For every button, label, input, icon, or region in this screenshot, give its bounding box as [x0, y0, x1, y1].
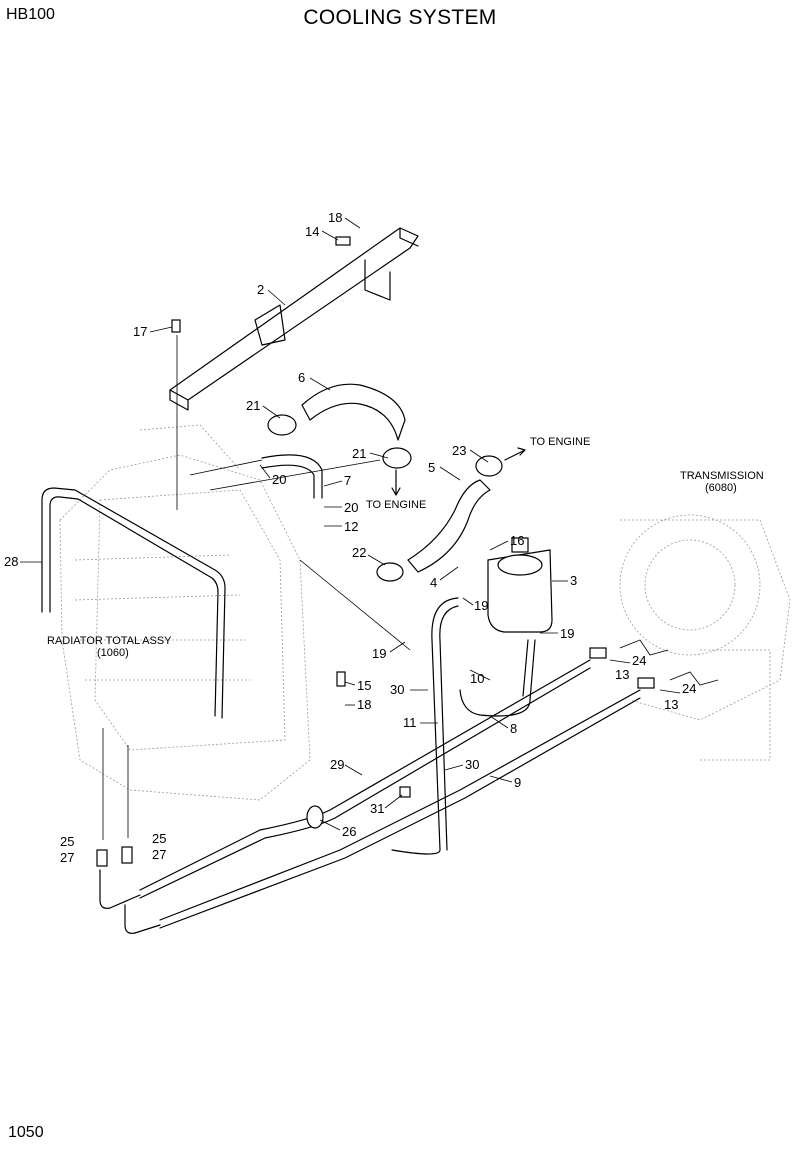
hose-upper — [301, 383, 406, 441]
callout-25-left: 25 — [60, 834, 74, 849]
radiator-ref: (1060) — [97, 647, 129, 659]
callout-24-upper: 24 — [632, 653, 646, 668]
callout-21-mid: 21 — [352, 446, 366, 461]
clamp-26 — [306, 805, 324, 829]
callout-19-left: 19 — [372, 646, 386, 661]
fitting-13-lower — [637, 677, 655, 689]
hose-10 — [459, 639, 536, 717]
callout-5: 5 — [428, 460, 435, 475]
fitting-27-right — [121, 846, 133, 864]
callout-18-bottom: 18 — [357, 697, 371, 712]
to-engine-lower: TO ENGINE — [366, 499, 426, 511]
callout-11: 11 — [403, 715, 417, 730]
callout-30-upper: 30 — [390, 682, 404, 697]
line-8 — [139, 659, 591, 899]
clamp-21-left — [267, 414, 297, 436]
radiator-frame — [41, 487, 226, 719]
callout-4: 4 — [430, 575, 437, 590]
arrow-to-engine-upper — [504, 447, 526, 461]
callout-30-lower: 30 — [465, 757, 479, 772]
radiator-assembly-ghost — [59, 424, 311, 801]
clamp-23 — [475, 455, 503, 477]
clamp-22 — [376, 562, 404, 582]
leader-lines — [20, 217, 719, 840]
transmission-ref: (6080) — [705, 482, 737, 494]
callout-26: 26 — [342, 824, 356, 839]
callout-3: 3 — [570, 573, 577, 588]
callout-29: 29 — [330, 757, 344, 772]
arrow-to-engine-lower — [391, 469, 401, 496]
page-number: 1050 — [8, 1124, 44, 1141]
transmission-label: TRANSMISSION — [680, 470, 764, 482]
bolt-31 — [399, 786, 411, 798]
fitting-13-upper — [589, 647, 607, 659]
callout-20-right: 20 — [344, 500, 358, 515]
callout-9: 9 — [514, 775, 521, 790]
radiator-label: RADIATOR TOTAL ASSY — [47, 635, 172, 647]
hose-7 — [261, 454, 323, 499]
model-code: HB100 — [6, 6, 55, 23]
callout-16: 16 — [510, 533, 524, 548]
callout-8: 8 — [510, 721, 517, 736]
callout-28: 28 — [4, 554, 18, 569]
callout-7: 7 — [344, 473, 351, 488]
callout-12: 12 — [344, 519, 358, 534]
callout-31: 31 — [370, 801, 384, 816]
to-engine-upper: TO ENGINE — [530, 436, 590, 448]
callout-27-right: 27 — [152, 847, 166, 862]
callout-15: 15 — [357, 678, 371, 693]
callout-13-upper: 13 — [615, 667, 629, 682]
callout-20-left: 20 — [272, 472, 286, 487]
callout-19-tank-left: 19 — [474, 598, 488, 613]
callout-2: 2 — [257, 282, 264, 297]
line-9 — [159, 689, 641, 929]
callout-labels: 18 14 2 17 6 21 21 23 20 7 20 12 5 16 22… — [4, 210, 696, 865]
callout-17: 17 — [133, 324, 147, 339]
callout-22: 22 — [352, 545, 366, 560]
callout-19-tank-right: 19 — [560, 626, 574, 641]
page-title: COOLING SYSTEM — [303, 6, 497, 29]
reservoir-tank — [487, 537, 553, 633]
callout-23: 23 — [452, 443, 466, 458]
callout-18-top: 18 — [328, 210, 342, 225]
support-bracket — [169, 227, 419, 411]
callout-21-left: 21 — [246, 398, 260, 413]
callout-14: 14 — [305, 224, 319, 239]
bolt-14 — [335, 236, 351, 246]
clamp-21-mid — [382, 447, 412, 469]
callout-10: 10 — [470, 671, 484, 686]
callout-6: 6 — [298, 370, 305, 385]
callout-24-lower: 24 — [682, 681, 696, 696]
bolt-15 — [336, 671, 346, 687]
callout-13-lower: 13 — [664, 697, 678, 712]
hose-11 — [391, 597, 459, 855]
hose-lower — [407, 479, 491, 573]
transmission-ghost — [619, 514, 791, 761]
elbow-left — [99, 869, 161, 934]
callout-25-right: 25 — [152, 831, 166, 846]
fitting-27-left — [96, 849, 108, 867]
bolt-17 — [171, 319, 181, 333]
callout-27-left: 27 — [60, 850, 74, 865]
